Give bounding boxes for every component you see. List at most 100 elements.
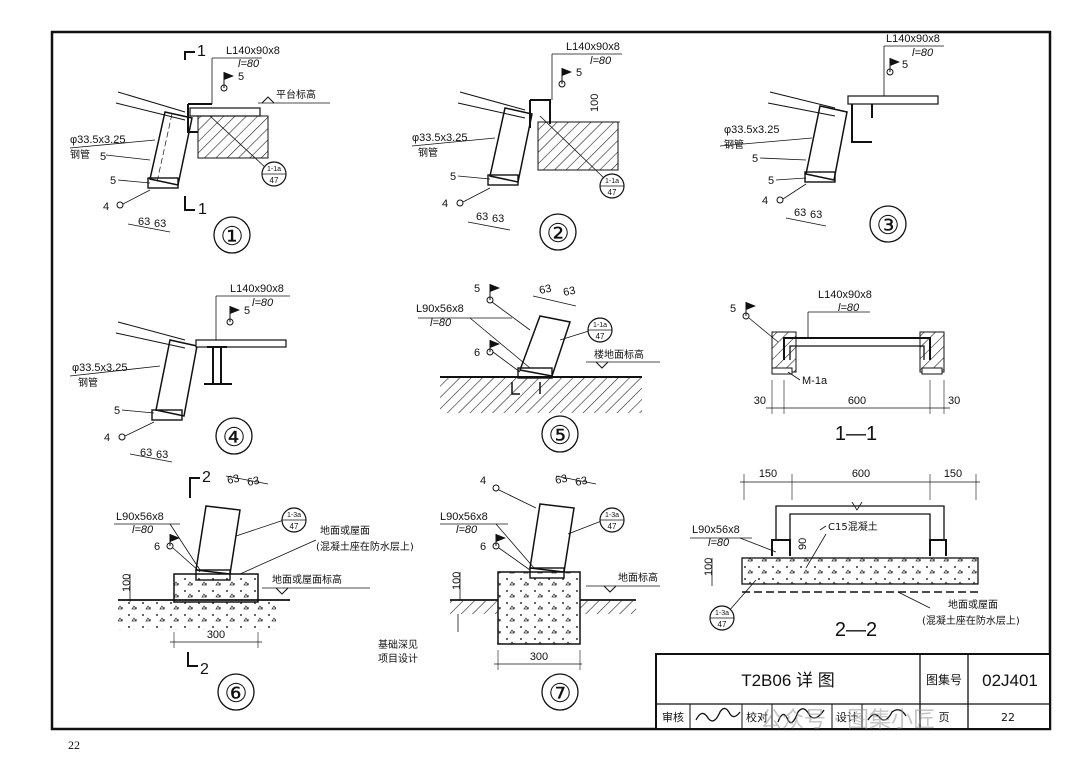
d1-cut-mark-top: 1 bbox=[197, 43, 206, 60]
d6-width: 300 bbox=[207, 629, 225, 641]
d5-elevation: 楼地面标高 bbox=[594, 348, 644, 361]
d6-angle-label: L90x56x8 bbox=[116, 511, 164, 523]
d5-ref-bot: 47 bbox=[596, 332, 605, 341]
s22-length-label: l=80 bbox=[708, 537, 730, 549]
d3-weld-top: 5 bbox=[902, 59, 908, 71]
d3-weld-mid: 5 bbox=[768, 175, 774, 187]
d1-cut-mark-bot: 1 bbox=[198, 201, 207, 218]
page-corner-number: 22 bbox=[68, 738, 80, 752]
d1-pipe-cn: 钢管 bbox=[70, 148, 90, 161]
d6-ref-bot: 47 bbox=[290, 522, 299, 531]
s22-note-2: (混凝土座在防水层上) bbox=[922, 614, 1020, 627]
d3-pipe-cn: 钢管 bbox=[724, 138, 744, 151]
d2-weld-top: 5 bbox=[576, 67, 582, 79]
s22-concrete: C15混凝土 bbox=[828, 520, 878, 533]
tb-page-no: 22 bbox=[1001, 711, 1015, 724]
tb-page-label: 页 bbox=[939, 711, 950, 724]
d7-dim-2: 63 bbox=[574, 475, 588, 489]
d2-angle-label: L140x90x8 bbox=[566, 41, 620, 53]
d3-weld-left: 5 bbox=[752, 153, 758, 165]
tb-atlas-no: 02J401 bbox=[982, 671, 1038, 690]
d1-weld-bot: 4 bbox=[103, 201, 109, 213]
s22-note-1: 地面或屋面 bbox=[948, 598, 998, 611]
d6-length-label: l=80 bbox=[132, 524, 154, 536]
d2-length-label: l=80 bbox=[590, 55, 612, 67]
detail-7: 63 63 4 L90x56x8 l=80 6 1-3a 47 地面标高 100… bbox=[378, 473, 660, 711]
d7-ref-bot: 47 bbox=[608, 522, 617, 531]
d3-weld-bot: 4 bbox=[762, 195, 768, 207]
s22-h2: 100 bbox=[703, 558, 715, 576]
s22-angle-label: L90x56x8 bbox=[692, 524, 740, 536]
d1-length-label: l=80 bbox=[238, 58, 260, 70]
d6-elevation: 地面或屋面标高 bbox=[272, 573, 342, 586]
s11-angle-label: L140x90x8 bbox=[818, 289, 872, 301]
d7-found-1: 基础深见 bbox=[378, 638, 418, 651]
s11-dim-mid: 600 bbox=[848, 395, 866, 407]
d6-number: ⑥ bbox=[224, 679, 247, 708]
d2-rise: 100 bbox=[589, 94, 601, 112]
watermark: 公众号 · 图集小匠 bbox=[760, 708, 935, 733]
s11-title: 1—1 bbox=[835, 423, 877, 445]
d3-dim-1: 63 bbox=[794, 207, 806, 219]
d7-dim-1: 63 bbox=[554, 473, 568, 487]
d1-dim-1: 63 bbox=[138, 216, 150, 228]
s22-ref-top: 1-3a bbox=[715, 610, 729, 617]
d1-weld-mid: 5 bbox=[110, 175, 116, 187]
detail-3: L140x90x8 l=80 5 φ33.5x3.25 钢管 5 5 4 63 … bbox=[719, 33, 944, 243]
s11-length-label: l=80 bbox=[838, 302, 860, 314]
d5-weld-top: 5 bbox=[474, 283, 480, 295]
tb-review: 审核 bbox=[662, 710, 684, 724]
detail-4: L140x90x8 l=80 5 φ33.5x3.25 钢管 5 4 63 63… bbox=[69, 283, 290, 463]
d7-ref-top: 1-3a bbox=[605, 512, 619, 519]
d7-angle-label: L90x56x8 bbox=[440, 511, 488, 523]
d6-note-2: (混凝土座在防水层上) bbox=[316, 540, 414, 553]
d2-dim-1: 63 bbox=[476, 211, 488, 223]
d1-ref-top: 1-1a bbox=[267, 166, 281, 173]
d2-weld-bot: 4 bbox=[442, 198, 448, 210]
d7-elevation: 地面标高 bbox=[618, 571, 658, 584]
d5-length-label: l=80 bbox=[430, 317, 452, 329]
detail-2: 1-1a 47 L140x90x8 l=80 5 100 φ33.5x3.25 … bbox=[411, 41, 625, 251]
d5-weld-left: 6 bbox=[474, 347, 480, 359]
d4-dim-1: 63 bbox=[140, 447, 152, 459]
s11-dim-right: 30 bbox=[948, 395, 960, 407]
d7-width: 300 bbox=[530, 651, 548, 663]
d6-cut-mark-top: 2 bbox=[202, 469, 211, 486]
d6-height: 100 bbox=[121, 574, 133, 592]
d2-weld-left: 5 bbox=[450, 171, 456, 183]
d1-weld-left: 5 bbox=[100, 151, 106, 163]
d3-pipe-label: φ33.5x3.25 bbox=[724, 124, 779, 136]
title-block: T2B06 详 图 图集号 02J401 审核 校对 设计 页 22 bbox=[655, 653, 1051, 730]
d5-number: ⑤ bbox=[548, 421, 571, 450]
d5-angle-label: L90x56x8 bbox=[416, 303, 464, 315]
s11-plate: M-1a bbox=[802, 375, 828, 387]
d4-pipe-cn: 钢管 bbox=[78, 376, 98, 389]
d3-angle-label: L140x90x8 bbox=[886, 33, 940, 45]
d4-angle-label: L140x90x8 bbox=[230, 283, 284, 295]
d2-pipe-label: φ33.5x3.25 bbox=[412, 132, 467, 144]
d2-number: ② bbox=[546, 219, 569, 248]
d1-weld-top: 5 bbox=[238, 71, 244, 83]
detail-1: 1-1a 47 L140x90x8 l=80 5 平台标高 1 1 φ33.5x… bbox=[69, 43, 330, 254]
d7-found-2: 项目设计 bbox=[378, 652, 418, 665]
tb-design-signature bbox=[867, 709, 907, 721]
sheet-frame bbox=[50, 30, 1052, 731]
d5-ref-top: 1-1a bbox=[593, 322, 607, 329]
d1-number: ① bbox=[220, 222, 243, 251]
detail-5: 63 63 1-1a 47 L90x56x8 l=80 5 6 楼地面标高 ⑤ bbox=[416, 283, 660, 453]
tb-title: T2B06 详 图 bbox=[741, 671, 835, 690]
d2-ref-bot: 47 bbox=[608, 188, 617, 197]
d4-length-label: l=80 bbox=[252, 297, 274, 309]
d4-weld-top: 5 bbox=[244, 305, 250, 317]
d7-weld-left: 6 bbox=[480, 541, 486, 553]
tb-check: 校对 bbox=[746, 710, 768, 724]
s22-ref-bot: 47 bbox=[718, 620, 727, 629]
d6-note-1: 地面或屋面 bbox=[320, 524, 370, 537]
s11-weld: 5 bbox=[730, 303, 736, 315]
d3-length-label: l=80 bbox=[912, 47, 934, 59]
d6-ref-top: 1-3a bbox=[287, 512, 301, 519]
d5-dim-2: 63 bbox=[562, 285, 576, 299]
d2-pipe-cn: 钢管 bbox=[418, 146, 438, 159]
d7-weld-top: 4 bbox=[480, 475, 486, 487]
